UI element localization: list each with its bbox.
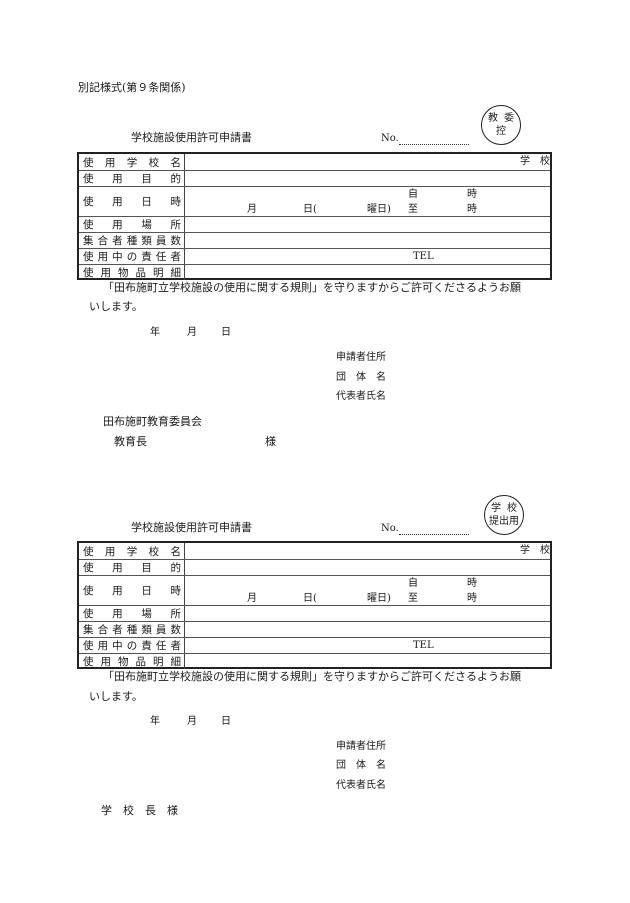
hour-from-unit: 時 (467, 189, 477, 200)
request-text-line1: 「田布施町立学校施設の使用に関する規則」を守りますからご許可くださるようお願 (103, 281, 521, 294)
label-purpose: 使用目的 (83, 562, 181, 574)
label-responsible: 使用中の責任者 (83, 251, 181, 263)
row-equipment: 使用物品明細 (79, 264, 550, 280)
row-school-name: 使用学校名 学 校 (79, 154, 550, 170)
application-table: 使用学校名 学 校 使用目的 使用日時 月 日( 曜日) 自 至 時 時 使用場… (77, 541, 552, 669)
weekday-unit: 曜日) (367, 204, 391, 215)
row-equipment: 使用物品明細 (79, 653, 550, 669)
label-datetime: 使用日時 (83, 585, 181, 597)
applicant-address-label: 申請者住所 (336, 741, 386, 752)
tel-label: TEL (413, 640, 434, 651)
label-datetime: 使用日時 (83, 196, 181, 208)
row-responsible: 使用中の責任者 TEL (79, 248, 550, 264)
applicant-address-label: 申請者住所 (336, 352, 386, 363)
month-unit: 月 (247, 593, 257, 604)
stamp-line1: 教委 (488, 113, 520, 124)
stamp-circle: 教委 控 (481, 105, 521, 145)
addressee-superintendent: 教育長 (114, 435, 147, 448)
datetime-field[interactable]: 月 日( 曜日) 自 至 時 時 (186, 576, 550, 605)
request-text-line2: いします。 (89, 690, 143, 703)
stamp-line1: 学校 (491, 503, 523, 514)
request-text-line2: いします。 (89, 300, 143, 313)
date-month: 月 (187, 716, 197, 727)
weekday-unit: 曜日) (367, 593, 391, 604)
stamp-line2: 控 (496, 126, 506, 137)
row-attendees: 集合者種類員数 (79, 621, 550, 637)
attendees-field[interactable] (186, 233, 550, 248)
form-title: 学校施設使用許可申請書 (131, 521, 252, 534)
label-school-name: 使用学校名 (83, 545, 181, 558)
number-dotted-line (398, 134, 469, 145)
hour-to-unit: 時 (467, 204, 477, 215)
school-name-field[interactable]: 学 校 (186, 543, 550, 559)
label-purpose: 使用目的 (83, 173, 181, 185)
month-unit: 月 (247, 204, 257, 215)
row-school-name: 使用学校名 学 校 (79, 543, 550, 559)
addressee-board: 田布施町教育委員会 (103, 415, 202, 428)
datetime-field[interactable]: 月 日( 曜日) 自 至 時 時 (186, 187, 550, 216)
to-label: 至 (408, 593, 418, 604)
responsible-field[interactable]: TEL (186, 249, 550, 264)
request-text-line1: 「田布施町立学校施設の使用に関する規則」を守りますからご許可くださるようお願 (103, 670, 521, 683)
number-label: No. (381, 523, 399, 534)
label-equipment: 使用物品明細 (83, 267, 181, 279)
number-field[interactable]: No. (381, 523, 469, 535)
attendees-field[interactable] (186, 622, 550, 637)
addressee-principal: 学 校 長 様 (101, 804, 178, 817)
location-field[interactable] (186, 217, 550, 232)
number-label: No. (381, 133, 399, 144)
label-equipment: 使用物品明細 (83, 656, 181, 668)
number-dotted-line (398, 524, 469, 535)
date-month: 月 (187, 327, 197, 338)
school-name-field[interactable]: 学 校 (186, 154, 550, 170)
label-location: 使用場所 (83, 608, 181, 620)
group-name-label: 団 体 名 (336, 760, 386, 771)
school-suffix: 学 校 (520, 545, 550, 556)
hour-from-unit: 時 (467, 578, 477, 589)
hour-to-unit: 時 (467, 593, 477, 604)
label-responsible: 使用中の責任者 (83, 640, 181, 652)
row-datetime: 使用日時 月 日( 曜日) 自 至 時 時 (79, 575, 550, 605)
date-day: 日 (221, 716, 231, 727)
row-purpose: 使用目的 (79, 559, 550, 575)
from-label: 自 (408, 189, 418, 200)
label-school-name: 使用学校名 (83, 156, 181, 169)
responsible-field[interactable]: TEL (186, 638, 550, 653)
label-attendees: 集合者種類員数 (83, 624, 181, 636)
stamp-circle: 学校 提出用 (484, 495, 524, 535)
form-reference: 別記様式(第９条関係) (78, 81, 186, 94)
date-year: 年 (150, 716, 160, 727)
representative-label: 代表者氏名 (336, 780, 386, 791)
label-attendees: 集合者種類員数 (83, 235, 181, 247)
equipment-field[interactable] (186, 654, 550, 669)
purpose-field[interactable] (186, 171, 550, 186)
day-unit: 日( (303, 593, 317, 604)
purpose-field[interactable] (186, 560, 550, 575)
row-location: 使用場所 (79, 216, 550, 232)
application-table: 使用学校名 学 校 使用目的 使用日時 月 日( 曜日) 自 至 時 時 使用場… (77, 152, 552, 280)
location-field[interactable] (186, 606, 550, 621)
row-location: 使用場所 (79, 605, 550, 621)
row-datetime: 使用日時 月 日( 曜日) 自 至 時 時 (79, 186, 550, 216)
form-title: 学校施設使用許可申請書 (131, 131, 252, 144)
tel-label: TEL (413, 251, 434, 262)
row-purpose: 使用目的 (79, 170, 550, 186)
to-label: 至 (408, 204, 418, 215)
row-responsible: 使用中の責任者 TEL (79, 637, 550, 653)
group-name-label: 団 体 名 (336, 372, 386, 383)
row-attendees: 集合者種類員数 (79, 232, 550, 248)
date-year: 年 (150, 327, 160, 338)
number-field[interactable]: No. (381, 133, 469, 145)
from-label: 自 (408, 578, 418, 589)
label-location: 使用場所 (83, 219, 181, 231)
stamp-line2: 提出用 (489, 516, 519, 527)
school-suffix: 学 校 (520, 156, 550, 167)
equipment-field[interactable] (186, 265, 550, 280)
day-unit: 日( (303, 204, 317, 215)
representative-label: 代表者氏名 (336, 391, 386, 402)
honorific: 様 (265, 435, 276, 448)
date-day: 日 (221, 327, 231, 338)
